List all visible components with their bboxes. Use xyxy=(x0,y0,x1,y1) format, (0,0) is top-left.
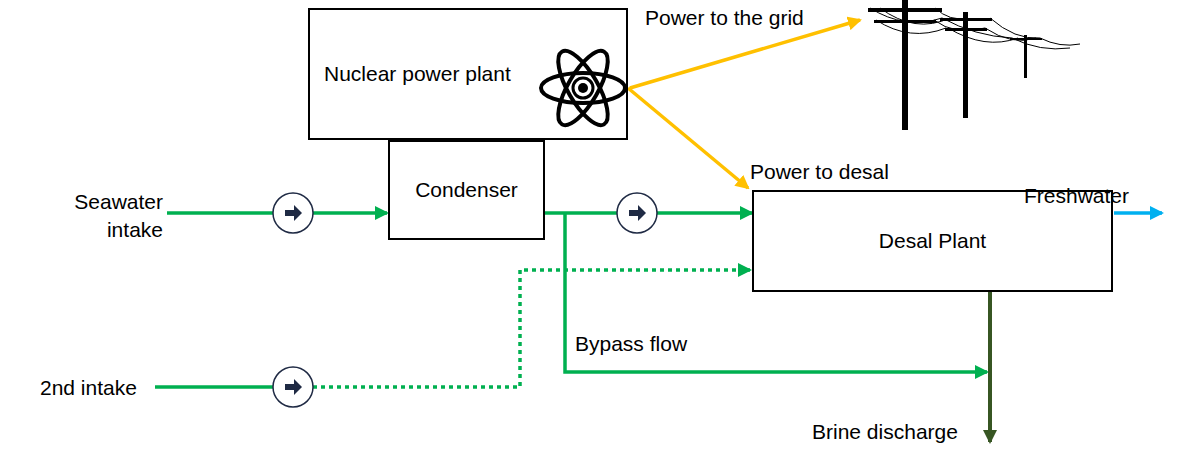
flow-label: Seawater intake xyxy=(48,188,163,245)
power-poles xyxy=(868,0,1080,130)
dotted-intake-line xyxy=(313,270,750,387)
flow-label: 2nd intake xyxy=(40,374,137,402)
flow-label: Freshwater xyxy=(1024,182,1129,210)
atom-icon xyxy=(541,44,625,132)
condenser-box: Condenser xyxy=(388,140,545,240)
node-label: Nuclear power plant xyxy=(324,61,511,86)
node-label: Desal Plant xyxy=(879,228,986,253)
flow-label: Power to the grid xyxy=(645,4,804,32)
flow-label: Brine discharge xyxy=(812,418,958,446)
intake-line xyxy=(313,211,387,215)
grid-power-arrow xyxy=(630,20,860,88)
flow-label: Bypass flow xyxy=(575,330,687,358)
flow-connector xyxy=(628,88,748,188)
plant-box: Nuclear power plant xyxy=(308,8,628,140)
pump-symbol xyxy=(273,193,313,233)
intake-line xyxy=(155,385,273,389)
pump-symbol xyxy=(273,367,313,407)
brine-arrow xyxy=(988,292,992,442)
intake-line xyxy=(167,211,273,215)
bypass-line xyxy=(565,213,987,372)
freshwater-arrow xyxy=(1114,211,1162,215)
node-label: Condenser xyxy=(415,177,518,202)
connector-label: Power to desal xyxy=(750,158,889,186)
pump-symbol xyxy=(617,193,657,233)
